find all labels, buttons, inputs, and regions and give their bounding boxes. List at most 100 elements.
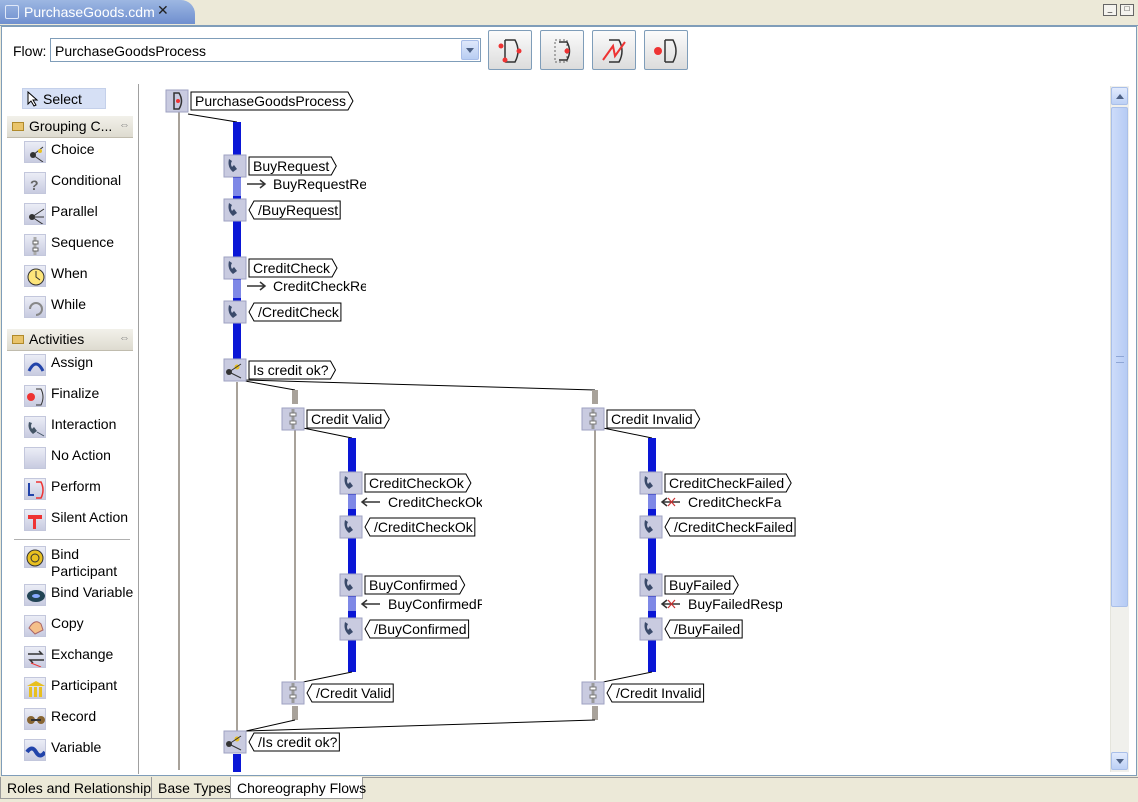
exchange-icon	[24, 646, 46, 668]
buy-failed-message-label: BuyFailedRespo	[688, 596, 791, 612]
palette-item-conditional[interactable]: ?Conditional	[22, 170, 134, 196]
palette-item-finalize[interactable]: Finalize	[22, 383, 134, 409]
palette-item-choice[interactable]: Choice	[22, 139, 134, 165]
tab-base-types[interactable]: Base Types	[151, 777, 231, 799]
credit-check-failed-label-box	[664, 473, 792, 493]
branch-connector	[302, 427, 353, 439]
palette-item-no-action[interactable]: No Action	[22, 445, 134, 471]
palette-item-silent-action[interactable]: Silent Action	[22, 507, 134, 533]
no-action-icon	[24, 447, 46, 469]
credit-check-ok-label-box	[364, 473, 472, 493]
palette-item-bind-variable[interactable]: Bind Variable	[22, 582, 134, 608]
bind-variable-icon	[24, 584, 46, 606]
credit-check-ok-message: CreditCheckOkI	[360, 494, 482, 510]
assign-icon	[24, 354, 46, 376]
palette-select-tool[interactable]: Select	[22, 88, 106, 109]
minimize-button[interactable]: _	[1103, 4, 1117, 16]
close-icon[interactable]: ✕	[157, 2, 169, 18]
layered-flow-button[interactable]	[540, 30, 584, 70]
scroll-up-button[interactable]	[1111, 87, 1128, 105]
palette-item-parallel[interactable]: Parallel	[22, 201, 134, 227]
interaction-icon[interactable]	[639, 573, 663, 597]
flow-select-value: PurchaseGoodsProcess	[55, 43, 206, 59]
state-flow-button[interactable]	[592, 30, 636, 70]
palette-item-interaction[interactable]: Interaction	[22, 414, 134, 440]
grouping-drawer-header[interactable]: Grouping C... ⇔	[7, 116, 133, 138]
buy-confirmed-message: BuyConfirmedR	[360, 596, 482, 612]
chevron-down-icon[interactable]	[461, 40, 479, 60]
choice-icon[interactable]	[223, 358, 247, 382]
tab-choreography-flows[interactable]: Choreography Flows	[230, 777, 366, 799]
palette-item-label-line: Bind	[51, 546, 80, 562]
collapse-arrows-icon[interactable]: ⇔	[119, 332, 130, 344]
buy-failed-message: BuyFailedRespo	[660, 596, 791, 612]
choreography-diagram[interactable]: PurchaseGoodsProcessBuyRequestBuyRequest…	[140, 84, 1108, 774]
scroll-thumb[interactable]	[1111, 107, 1128, 607]
cdm-file-icon	[5, 5, 19, 19]
interaction-icon[interactable]	[339, 573, 363, 597]
palette-item-copy[interactable]: Copy	[22, 613, 134, 639]
message-flow-bar	[648, 597, 656, 611]
interaction-icon[interactable]	[223, 198, 247, 222]
interaction-icon[interactable]	[339, 617, 363, 641]
credit-check-ok-end-label: /CreditCheckOk	[374, 519, 474, 535]
tab-roles-and-relationships[interactable]: Roles and Relationships	[0, 777, 158, 799]
message-flow-bar	[348, 597, 356, 611]
palette-item-sequence[interactable]: Sequence	[22, 232, 134, 258]
interaction-icon[interactable]	[339, 471, 363, 495]
interaction-icon[interactable]	[339, 515, 363, 539]
sequence-icon[interactable]	[281, 407, 305, 431]
root-process-label: PurchaseGoodsProcess	[195, 93, 346, 109]
sequence-icon[interactable]	[581, 407, 605, 431]
editor-tab[interactable]: PurchaseGoods.cdm ✕	[0, 0, 195, 24]
credit-check-failed-label: CreditCheckFailed	[669, 475, 784, 491]
palette-item-perform[interactable]: Perform	[22, 476, 134, 502]
palette-item-label: Conditional	[51, 172, 122, 188]
interaction-icon[interactable]	[639, 471, 663, 495]
choice-join-connector	[245, 719, 296, 732]
palette-item-record[interactable]: Record	[22, 706, 134, 732]
finalize-flow-icon	[654, 39, 677, 63]
interaction-icon[interactable]	[223, 300, 247, 324]
palette-item-while[interactable]: While	[22, 294, 134, 320]
sequence-icon[interactable]	[581, 681, 605, 705]
palette-item-variable[interactable]: Variable	[22, 737, 134, 763]
state-flow-icon	[602, 39, 626, 63]
palette-item-label-line: Participant	[51, 563, 118, 579]
palette-item-assign[interactable]: Assign	[22, 352, 134, 378]
tab-label: Base Types	[158, 780, 231, 796]
palette-item-label: Bind Variable	[51, 584, 134, 600]
maximize-button[interactable]: □	[1120, 4, 1134, 16]
choice-icon[interactable]	[223, 730, 247, 754]
credit-valid-label-box	[306, 409, 390, 429]
interaction-icon[interactable]	[223, 256, 247, 280]
copy-icon	[24, 615, 46, 637]
palette-item-exchange[interactable]: Exchange	[22, 644, 134, 670]
palette-item-label: Choice	[51, 141, 95, 157]
interaction-icon[interactable]	[223, 154, 247, 178]
folder-icon	[12, 122, 24, 131]
flow-view-button[interactable]	[488, 30, 532, 70]
sequence-icon[interactable]	[281, 681, 305, 705]
scroll-down-button[interactable]	[1111, 752, 1128, 770]
collapse-arrows-icon[interactable]: ⇔	[119, 119, 130, 131]
choice-join-connector	[245, 719, 596, 732]
activities-drawer-header[interactable]: Activities ⇔	[7, 329, 133, 351]
palette-item-label: Parallel	[51, 203, 98, 219]
palette-item-label: Finalize	[51, 385, 100, 401]
interaction-icon[interactable]	[639, 515, 663, 539]
palette-item-when[interactable]: When	[22, 263, 134, 289]
palette-item-participant[interactable]: Participant	[22, 675, 134, 701]
process-icon[interactable]	[165, 89, 189, 113]
buy-confirmed-end-label: /BuyConfirmed	[374, 621, 467, 637]
flow-select[interactable]: PurchaseGoodsProcess	[50, 38, 481, 62]
palette-separator[interactable]	[138, 84, 139, 774]
branch-connector	[602, 427, 653, 439]
finalize-flow-button[interactable]	[644, 30, 688, 70]
buy-request-label-box	[248, 156, 337, 176]
interaction-icon[interactable]	[639, 617, 663, 641]
pointer-icon	[27, 91, 39, 107]
invalid-flow-bar	[648, 438, 656, 672]
